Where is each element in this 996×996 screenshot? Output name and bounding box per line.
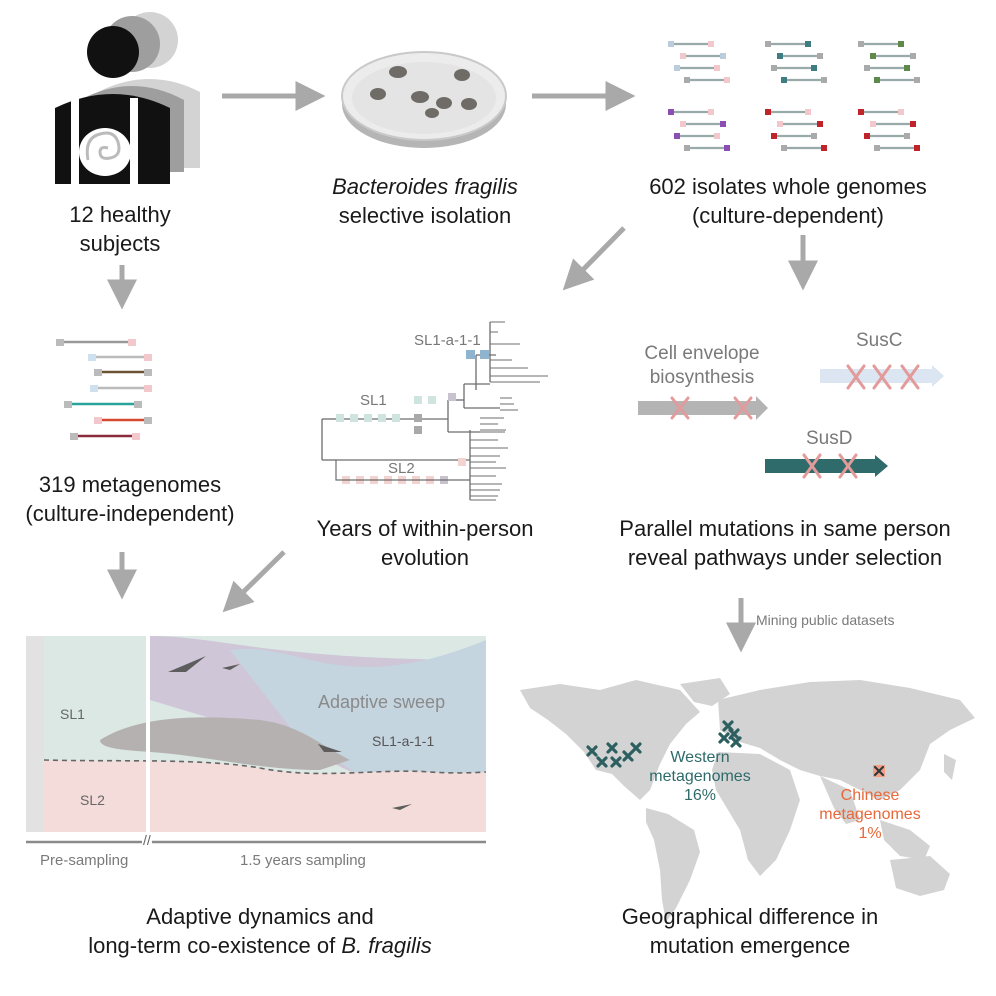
tree-label-sl1a: SL1-a-1-1 [414,332,481,349]
chinese-label: Chinese metagenomes 1% [810,786,930,843]
muller-label-sweep: Adaptive sweep [318,692,446,712]
arrow-isolates-to-evolution [562,226,626,291]
mutation-cross-icon [846,364,866,390]
subjects-caption: 12 healthy subjects [30,200,210,258]
dynamics-caption: Adaptive dynamics and long-term co-exist… [40,902,480,960]
evolution-line-1: Years of within-person [316,516,534,541]
tree-label-sl1: SL1 [360,392,387,409]
western-sample-icon [606,742,618,754]
mutation-cross-icon [733,396,753,420]
western-line-2: metagenomes [649,768,751,785]
geography-line-1: Geographical difference in [621,904,879,929]
petri-dish-icon [341,51,507,148]
isolation-caption: Bacteroides fragilis selective isolation [300,172,550,230]
chinese-sample-icon [873,765,885,777]
western-sample-icon [622,750,634,762]
muller-pre-sampling: Pre-sampling [40,852,129,869]
western-sample-icon [718,732,730,744]
susc-label: SusC [856,330,903,351]
cell-envelope-line-2: biosynthesis [649,367,755,388]
read-cluster [858,109,920,151]
muller-label-sl1: SL1 [60,706,85,722]
mining-label: Mining public datasets [756,612,895,628]
metagenomes-line-1: 319 metagenomes [38,472,222,497]
isolation-line-2: selective isolation [338,203,512,228]
cell-envelope-label: Cell envelope biosynthesis [622,342,782,390]
read-cluster [668,109,730,151]
phylogenetic-tree [321,321,548,501]
mutation-cross-icon [838,453,858,479]
chinese-line-1: Chinese [840,787,900,804]
isolates-line-1: 602 isolates whole genomes [649,174,927,199]
western-sample-icon [610,756,622,768]
western-line-1: Western [670,749,730,766]
muller-label-sl2: SL2 [80,792,105,808]
metagenomes-line-2: (culture-independent) [25,501,235,526]
mutation-cross-icon [802,453,822,479]
susd-label: SusD [806,428,853,449]
cell-envelope-line-1: Cell envelope [644,343,760,364]
parallel-line-1: Parallel mutations in same person [619,516,951,541]
chinese-line-2: metagenomes [819,806,921,823]
geography-caption: Geographical difference in mutation emer… [580,902,920,960]
western-label: Western metagenomes 16% [640,748,760,805]
read-cluster [765,109,827,151]
subjects-icon [55,12,200,184]
parallel-caption: Parallel mutations in same person reveal… [590,514,980,572]
western-sample-icon [586,745,598,757]
western-sample-icon [630,742,642,754]
world-map [520,678,975,922]
isolates-caption: 602 isolates whole genomes (culture-depe… [618,172,958,230]
metagenome-reads-icon [56,339,152,440]
dynamics-line-2-prefix: long-term co-existence of [88,933,342,958]
isolate-genomes-icon [668,41,920,151]
isolates-line-2: (culture-dependent) [691,203,884,228]
arrow-evolution-to-dynamics [222,550,286,613]
susd-gene-arrow [765,455,888,477]
muller-break-mark: // [142,832,152,848]
evolution-line-2: evolution [380,545,470,570]
tree-label-sl2: SL2 [388,460,415,477]
isolation-species-name: Bacteroides fragilis [332,174,518,199]
western-sample-icon [730,736,742,748]
western-sample-icon [596,756,608,768]
read-cluster [858,41,920,83]
dynamics-species-name: B. fragilis [341,933,432,958]
muller-label-sl1a: SL1-a-1-1 [372,733,435,749]
geography-line-2: mutation emergence [649,933,851,958]
metagenomes-caption: 319 metagenomes (culture-independent) [10,470,250,528]
mutation-cross-icon [900,364,920,390]
evolution-caption: Years of within-person evolution [290,514,560,572]
dynamics-line-1: Adaptive dynamics and [146,904,374,929]
mutation-cross-icon [872,364,892,390]
muller-plot [26,636,486,832]
muller-sampling-period: 1.5 years sampling [240,852,366,869]
cell-envelope-gene-arrow [638,396,768,420]
subjects-line-2: subjects [79,231,161,256]
mutation-cross-icon [670,396,690,420]
read-cluster [668,41,730,83]
dynamics-line-2: long-term co-existence of B. fragilis [40,931,480,960]
read-cluster [765,41,827,83]
parallel-line-2: reveal pathways under selection [627,545,943,570]
chinese-percentage: 1% [858,825,882,842]
subjects-line-1: 12 healthy [69,202,171,227]
western-percentage: 16% [683,787,717,804]
